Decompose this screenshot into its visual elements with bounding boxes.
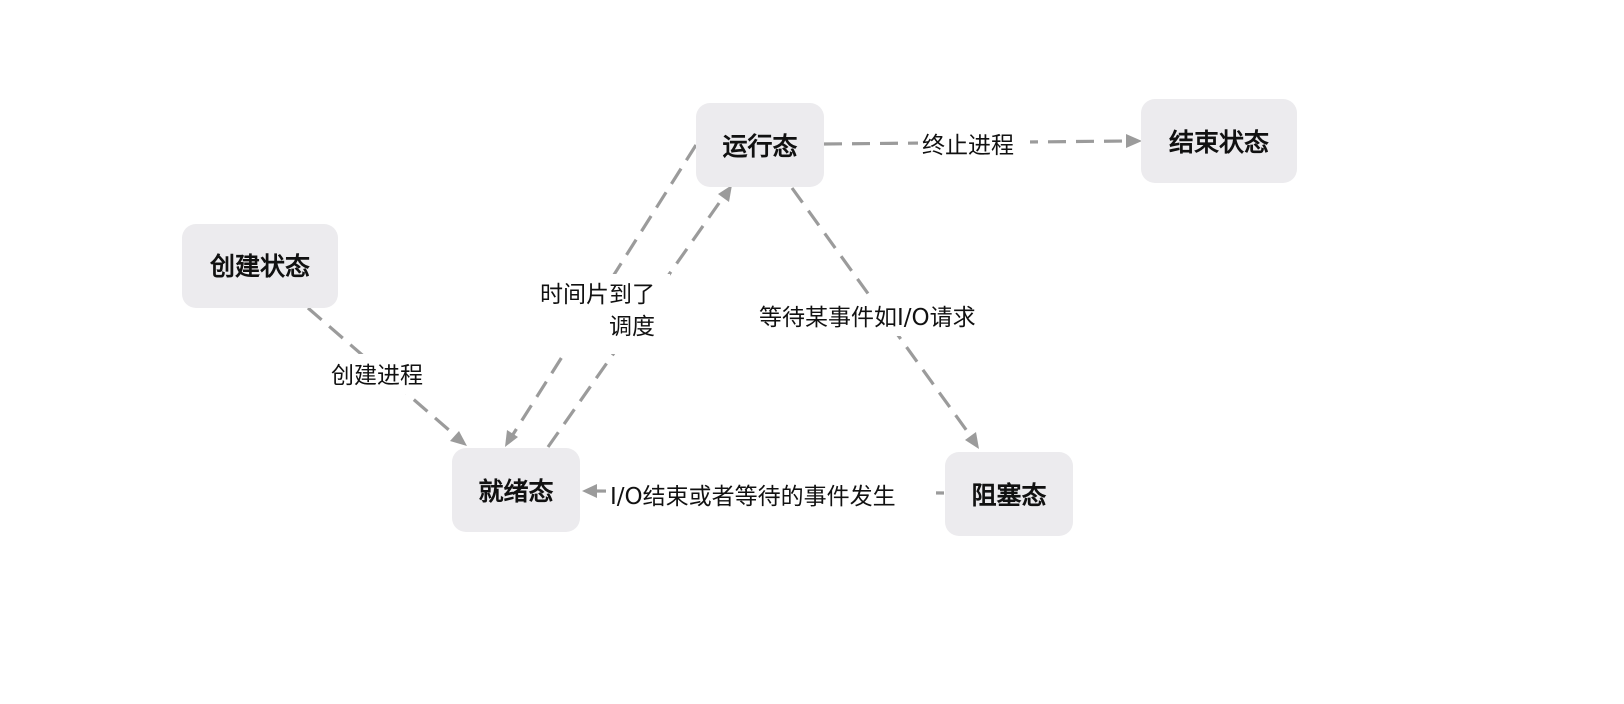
arrow-head-icon [965, 432, 979, 449]
arrow-head-icon [1126, 134, 1142, 148]
arrow-head-icon [450, 431, 467, 446]
arrow-head-icon [582, 484, 597, 498]
edge-label-create-process: 创建进程 [331, 363, 423, 389]
arrow-head-icon [505, 430, 518, 447]
node-blocked-state-label: 阻塞态 [971, 481, 1046, 510]
node-end-state-label: 结束状态 [1169, 128, 1269, 157]
arrow-head-icon [718, 185, 732, 202]
node-ready-state-label: 就绪态 [478, 477, 553, 506]
node-running-state-label: 运行态 [722, 132, 797, 161]
node-ready-state[interactable]: 就绪态 [452, 448, 580, 532]
node-create-state[interactable]: 创建状态 [182, 224, 338, 308]
edge-label-dispatch: 调度 [609, 314, 655, 340]
edge-label-wait-event: 等待某事件如I/O请求 [759, 305, 976, 331]
node-running-state[interactable]: 运行态 [696, 103, 824, 187]
node-end-state[interactable]: 结束状态 [1141, 99, 1297, 183]
edge-label-time-slice: 时间片到了 [540, 282, 655, 308]
node-blocked-state[interactable]: 阻塞态 [945, 452, 1073, 536]
node-create-state-label: 创建状态 [209, 252, 310, 281]
edge-label-terminate-process: 终止进程 [922, 133, 1014, 159]
edge-label-io-complete: I/O结束或者等待的事件发生 [610, 484, 896, 510]
